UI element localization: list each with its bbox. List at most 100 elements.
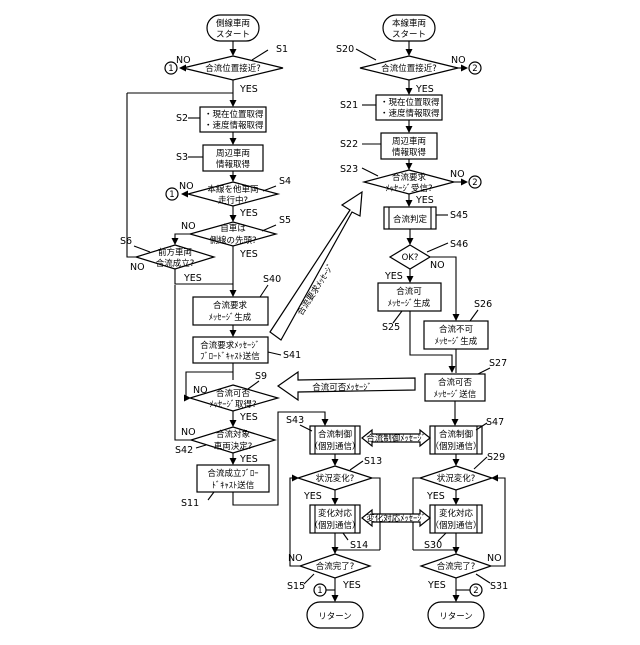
svg-text:YES: YES [415, 84, 434, 95]
step-id-s2: S2 [176, 113, 188, 124]
message-arrow-control: 合流制御ﾒｯｾｰｼﾞ [362, 430, 430, 446]
connector-1-s4: 1 [166, 188, 178, 200]
svg-text:1: 1 [169, 190, 174, 200]
process-s27: 合流可否 ﾒｯｾｰｼﾞ送信 [425, 374, 485, 401]
step-id-s14: S14 [350, 540, 368, 551]
return-terminal-left: リターン [307, 602, 363, 628]
process-s45: 合流判定 [384, 207, 436, 229]
svg-text:NO: NO [450, 169, 465, 180]
process-s26: 合流不可 ﾒｯｾｰｼﾞ生成 [424, 321, 488, 349]
svg-text:合流要求: 合流要求 [213, 300, 248, 311]
step-id-s31: S31 [490, 581, 508, 592]
svg-text:合流成立?: 合流成立? [156, 258, 195, 269]
decision-s5: 自車は 側線の先頭? [190, 222, 276, 246]
svg-text:合流対象: 合流対象 [216, 429, 251, 440]
step-id-s23: S23 [340, 164, 358, 175]
step-id-s27: S27 [489, 358, 507, 369]
svg-text:（個別通信）: （個別通信） [309, 441, 360, 452]
svg-text:YES: YES [239, 412, 258, 423]
svg-text:・速度情報取得: ・速度情報取得 [380, 108, 440, 119]
svg-text:本線車両: 本線車両 [392, 18, 427, 29]
svg-text:合流位置接近?: 合流位置接近? [381, 63, 437, 74]
return-terminal-right: リターン [428, 602, 484, 628]
svg-text:スタート: スタート [216, 30, 250, 40]
svg-text:ﾒｯｾｰｼﾞ送信: ﾒｯｾｰｼﾞ送信 [434, 389, 477, 400]
connector-2-s20: 2 [469, 62, 481, 74]
step-id-s6: S6 [120, 236, 132, 247]
svg-text:・現在位置取得: ・現在位置取得 [204, 109, 264, 120]
svg-text:NO: NO [487, 553, 502, 564]
svg-text:YES: YES [384, 271, 403, 282]
process-s40: 合流要求 ﾒｯｾｰｼﾞ生成 [193, 297, 268, 325]
start-terminal-side: 側線車両 スタート [207, 15, 259, 41]
step-id-s43: S43 [286, 415, 304, 426]
step-id-s11: S11 [181, 498, 199, 509]
svg-text:スタート: スタート [392, 30, 426, 40]
step-id-s30: S30 [424, 540, 442, 551]
process-s47: 合流制御 （個別通信） [430, 426, 482, 454]
svg-text:NO: NO [451, 55, 466, 66]
svg-text:変化対応: 変化対応 [439, 508, 474, 519]
svg-text:自車は: 自車は [220, 223, 246, 234]
svg-text:ﾒｯｾｰｼﾞ取得?: ﾒｯｾｰｼﾞ取得? [209, 399, 256, 410]
svg-text:（個別通信）: （個別通信） [309, 520, 360, 531]
svg-text:リターン: リターン [439, 612, 473, 622]
svg-text:NO: NO [181, 427, 196, 438]
step-id-s1: S1 [276, 44, 288, 55]
step-id-s21: S21 [340, 100, 358, 111]
svg-text:（個別通信）: （個別通信） [430, 441, 481, 452]
svg-text:YES: YES [342, 580, 361, 591]
svg-text:変化対応ﾒｯｾｰｼﾞ: 変化対応ﾒｯｾｰｼﾞ [366, 513, 426, 524]
svg-text:2: 2 [473, 586, 478, 596]
svg-text:情報取得: 情報取得 [392, 147, 427, 158]
decision-s46: OK? [390, 245, 430, 269]
connector-2-bottom: 2 [470, 584, 482, 596]
decision-s29: 状況変化? [420, 466, 492, 490]
decision-s31: 合流完了? [421, 554, 491, 578]
step-id-s5: S5 [279, 215, 291, 226]
svg-text:YES: YES [239, 84, 258, 95]
svg-text:NO: NO [179, 181, 194, 192]
svg-text:合流制御: 合流制御 [318, 429, 352, 440]
step-id-s15: S15 [287, 581, 305, 592]
svg-text:合流完了?: 合流完了? [437, 561, 476, 572]
connector-2-s23: 2 [469, 176, 481, 188]
decision-s4: 本線を他車両 走行中? [188, 182, 278, 206]
svg-text:リターン: リターン [318, 612, 352, 622]
svg-text:NO: NO [430, 260, 445, 271]
decision-s23: 合流要求 ﾒｯｾｰｼﾞ受信? [364, 170, 454, 194]
svg-text:状況変化?: 状況変化? [316, 473, 355, 484]
svg-text:2: 2 [472, 178, 477, 188]
svg-text:NO: NO [130, 262, 145, 273]
svg-text:2: 2 [472, 64, 477, 74]
svg-text:YES: YES [183, 273, 202, 284]
svg-text:1: 1 [168, 64, 173, 74]
svg-text:走行中?: 走行中? [218, 195, 248, 206]
svg-text:NO: NO [193, 385, 208, 396]
connector-1-bottom: 1 [314, 584, 326, 596]
step-id-s42: S42 [175, 445, 193, 456]
svg-text:側線の先頭?: 側線の先頭? [209, 235, 256, 246]
svg-text:・速度情報取得: ・速度情報取得 [204, 120, 264, 131]
svg-text:前方車両: 前方車両 [158, 247, 193, 258]
decision-s42: 合流対象 車両決定? [191, 427, 275, 453]
step-id-s45: S45 [450, 210, 468, 221]
svg-text:合流可否: 合流可否 [438, 377, 473, 388]
decision-s13: 状況変化? [298, 466, 372, 490]
step-id-s22: S22 [340, 139, 358, 150]
step-id-s9: S9 [255, 371, 267, 382]
step-id-s40: S40 [263, 274, 281, 285]
svg-text:（個別通信）: （個別通信） [430, 520, 481, 531]
step-id-s20: S20 [336, 44, 354, 55]
process-s30: 変化対応 （個別通信） [430, 505, 482, 533]
svg-text:変化対応: 変化対応 [318, 508, 353, 519]
process-s41: 合流要求ﾒｯｾｰｼﾞ ﾌﾞﾛｰﾄﾞｷｬｽﾄ送信 [193, 337, 268, 363]
process-s21: ・現在位置取得 ・速度情報取得 [376, 95, 442, 120]
svg-text:1: 1 [317, 586, 322, 596]
svg-text:NO: NO [181, 221, 196, 232]
svg-text:YES: YES [239, 249, 258, 260]
process-s2: ・現在位置取得 ・速度情報取得 [200, 107, 266, 132]
step-id-s3: S3 [176, 152, 188, 163]
svg-text:ﾒｯｾｰｼﾞ生成: ﾒｯｾｰｼﾞ生成 [435, 336, 478, 347]
svg-text:ﾄﾞｷｬｽﾄ送信: ﾄﾞｷｬｽﾄ送信 [212, 480, 255, 491]
